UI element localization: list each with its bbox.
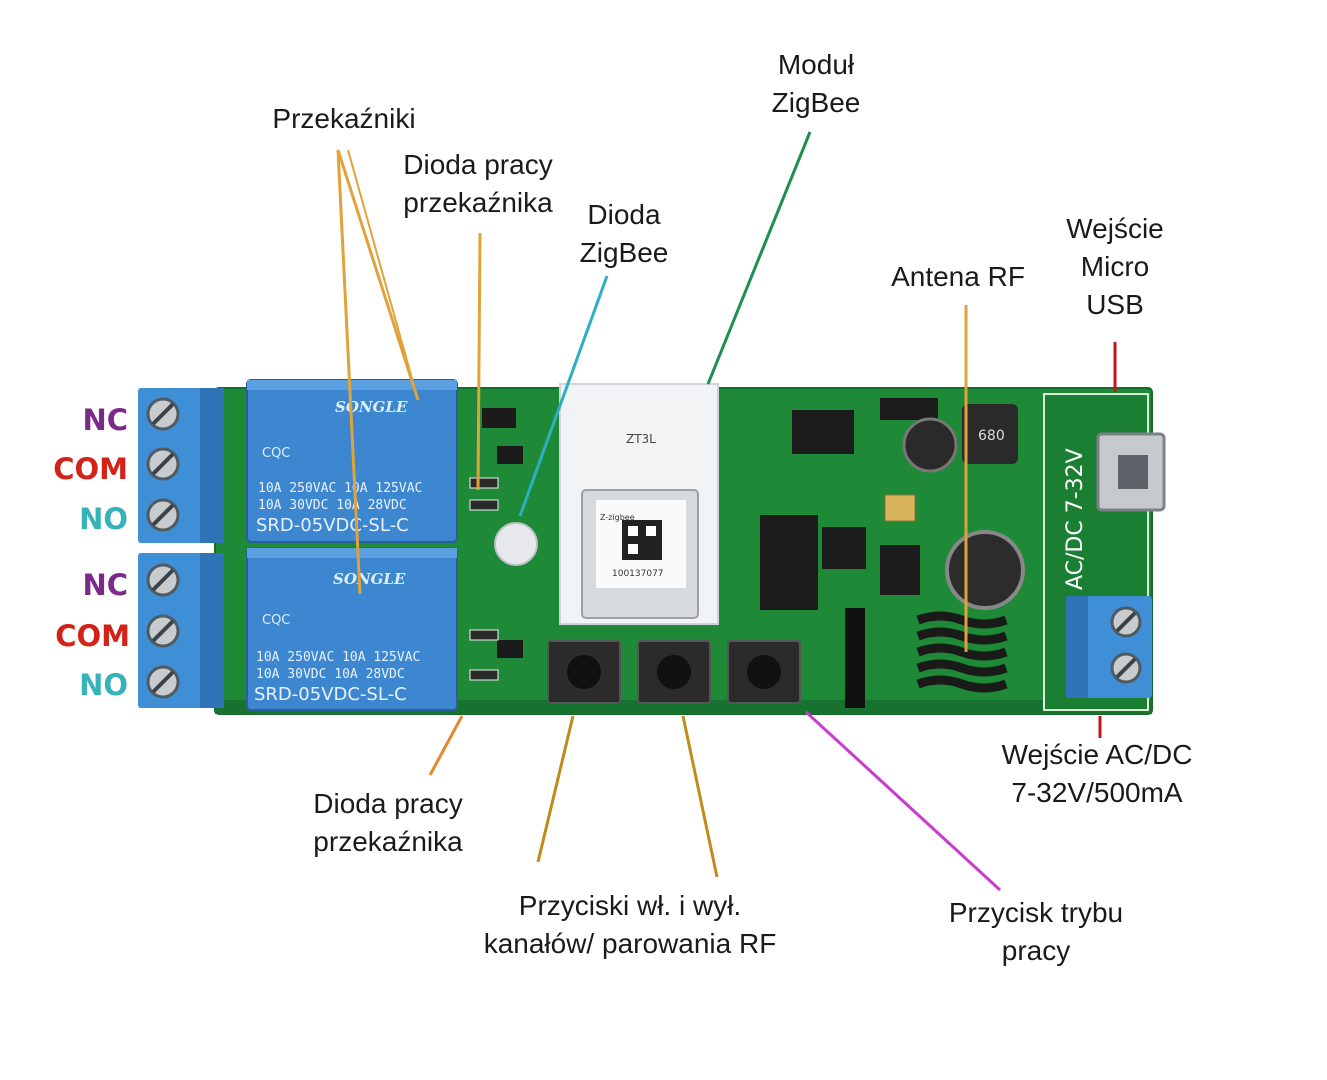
terminal-label-com: COM bbox=[55, 619, 130, 653]
terminal-block-upper bbox=[138, 388, 224, 543]
label-line: Dioda pracy bbox=[403, 149, 553, 180]
label-relay-led-top: Dioda pracy przekaźnika bbox=[403, 146, 552, 222]
leader-relay-led-top bbox=[476, 232, 482, 491]
relay-brand: SONGLE bbox=[333, 570, 406, 588]
terminal-label-no: NO bbox=[79, 668, 128, 702]
transistor bbox=[482, 408, 516, 428]
label-line: Dioda pracy bbox=[313, 788, 463, 819]
capacitor bbox=[902, 417, 958, 473]
relay-rating: 10A 30VDC 10A 28VDC bbox=[258, 498, 407, 513]
leader-relays-b bbox=[336, 149, 362, 595]
label-channel-buttons: Przyciski wł. i wył. kanałów/ parowania … bbox=[484, 887, 777, 963]
module-name: ZT3L bbox=[626, 432, 656, 446]
micro-usb-port bbox=[1096, 432, 1166, 512]
label-line: kanałów/ parowania RF bbox=[483, 928, 777, 959]
smd-component bbox=[469, 499, 499, 511]
voltage-print: AC/DC 7-32V bbox=[1063, 448, 1088, 590]
relay-upper: SONGLE CQC 10A 250VAC 10A 125VAC 10A 30V… bbox=[246, 379, 458, 543]
transistor bbox=[497, 446, 523, 464]
transistor bbox=[497, 640, 523, 658]
relay-brand: SONGLE bbox=[335, 398, 408, 416]
ic-chip bbox=[822, 527, 866, 569]
label-power-input: Wejście AC/DC 7-32V/500mA bbox=[1002, 736, 1193, 812]
ic-chip bbox=[760, 515, 818, 610]
capacitor bbox=[945, 530, 1025, 610]
smd-component bbox=[469, 477, 499, 489]
label-line: Moduł bbox=[777, 49, 855, 80]
label-zigbee-led: Dioda ZigBee bbox=[580, 196, 669, 272]
label-line: Antena RF bbox=[891, 261, 1025, 292]
label-line: Dioda bbox=[587, 199, 661, 230]
label-line: Micro bbox=[1080, 251, 1150, 282]
relay-rating: 10A 30VDC 10A 28VDC bbox=[256, 667, 405, 682]
terminal-screw bbox=[146, 563, 180, 597]
pin-header bbox=[845, 608, 865, 708]
smd-component bbox=[469, 669, 499, 681]
leader-relays-a bbox=[336, 149, 420, 401]
label-line: Przycisk trybu bbox=[948, 897, 1124, 928]
leader-relays-c bbox=[347, 149, 419, 401]
leader-channel-1 bbox=[536, 715, 575, 863]
leader-relay-led-bottom bbox=[428, 715, 464, 776]
regulator bbox=[792, 410, 854, 454]
crystal bbox=[884, 494, 916, 522]
label-line: ZigBee bbox=[579, 237, 669, 268]
terminal-label-com: COM bbox=[53, 452, 128, 486]
mode-button bbox=[727, 640, 801, 704]
inductor bbox=[962, 404, 1018, 464]
terminal-screw bbox=[146, 498, 180, 532]
label-line: Przyciski wł. i wył. bbox=[518, 890, 742, 921]
power-terminal bbox=[1066, 596, 1152, 698]
terminal-label-nc: NC bbox=[82, 403, 128, 437]
relay-cert: CQC bbox=[262, 446, 290, 461]
module-sub: Z-zigbee bbox=[600, 513, 635, 522]
relay-cert: CQC bbox=[262, 613, 290, 628]
rf-antenna-coil bbox=[916, 611, 1008, 693]
relay-model: SRD-05VDC-SL-C bbox=[256, 515, 409, 536]
label-zigbee-module: Moduł ZigBee bbox=[772, 46, 861, 122]
terminal-screw bbox=[146, 614, 180, 648]
terminal-screw bbox=[146, 665, 180, 699]
leader-zigbee-module bbox=[706, 131, 812, 385]
channel-button-2 bbox=[637, 640, 711, 704]
terminal-screw bbox=[146, 397, 180, 431]
terminal-block-lower bbox=[138, 553, 224, 708]
zigbee-led bbox=[494, 522, 538, 566]
terminal-screw bbox=[146, 447, 180, 481]
label-line: USB bbox=[1086, 289, 1144, 320]
leader-channel-2 bbox=[681, 715, 719, 878]
label-line: Wejście AC/DC bbox=[1001, 739, 1193, 770]
label-line: Wejście bbox=[1066, 213, 1164, 244]
relay-model: SRD-05VDC-SL-C bbox=[254, 684, 407, 705]
leader-mode bbox=[804, 710, 1002, 892]
label-line: przekaźnika bbox=[313, 826, 463, 857]
label-rf-antenna: Antena RF bbox=[891, 258, 1025, 296]
relay-rating: 10A 250VAC 10A 125VAC bbox=[256, 650, 420, 665]
zigbee-module: ZT3L Z-zigbee 100137077 bbox=[559, 383, 719, 625]
channel-button-1 bbox=[547, 640, 621, 704]
label-line: 7-32V/500mA bbox=[1011, 777, 1183, 808]
diode bbox=[880, 398, 938, 420]
label-line: pracy bbox=[1001, 935, 1071, 966]
label-line: ZigBee bbox=[771, 87, 861, 118]
relay-lower: SONGLE CQC 10A 250VAC 10A 125VAC 10A 30V… bbox=[246, 547, 458, 711]
label-relays: Przekaźniki bbox=[272, 100, 415, 138]
label-line: przekaźnika bbox=[403, 187, 553, 218]
label-mode-button: Przycisk trybu pracy bbox=[949, 894, 1123, 970]
terminal-label-nc: NC bbox=[82, 568, 128, 602]
terminal-label-no: NO bbox=[79, 502, 128, 536]
label-relay-led-bottom: Dioda pracy przekaźnika bbox=[313, 785, 462, 861]
inductor-code: 680 bbox=[978, 428, 1005, 444]
module-serial: 100137077 bbox=[612, 569, 664, 579]
ic-chip bbox=[880, 545, 920, 595]
smd-component bbox=[469, 629, 499, 641]
leader-zigbee-led bbox=[518, 275, 609, 517]
label-usb-input: Wejście Micro USB bbox=[1066, 210, 1164, 324]
relay-rating: 10A 250VAC 10A 125VAC bbox=[258, 481, 422, 496]
label-line: Przekaźniki bbox=[272, 103, 416, 134]
